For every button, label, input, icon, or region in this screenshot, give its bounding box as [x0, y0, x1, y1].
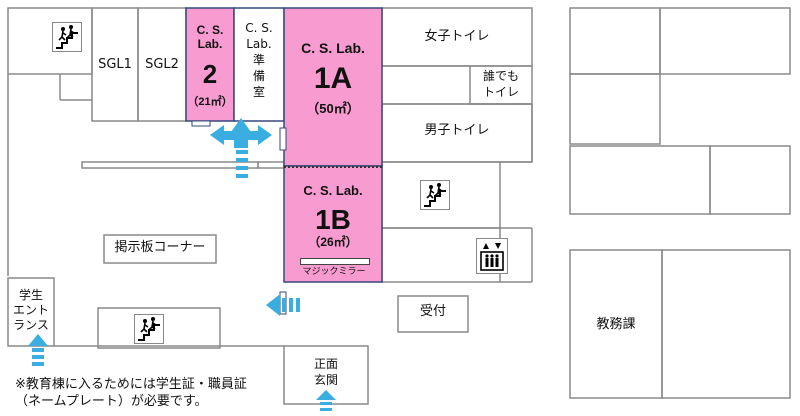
access-note: ※教育棟に入るためには学生証・職員証 （ネームプレート）が必要です。 — [15, 376, 247, 410]
room-right-3 — [569, 73, 661, 145]
access-note-line2: （ネームプレート）が必要です。 — [15, 394, 208, 409]
main-entrance-label: 正面 玄関 — [284, 356, 368, 388]
bulletin-board-area — [103, 234, 217, 264]
arrow-right-head — [258, 125, 272, 145]
anyone-toilet-line1: 誰でも — [482, 69, 519, 83]
arrow-main-entrance — [316, 390, 336, 400]
prep-line1: C. S. — [245, 21, 273, 35]
lab2-title: C. S. Lab. — [186, 23, 234, 52]
womens-toilet-label: 女子トイレ — [424, 29, 490, 44]
lab2-number: 2 — [202, 59, 218, 89]
lab2-title-line2: Lab. — [197, 36, 223, 51]
stairs-block-bottom — [97, 307, 221, 349]
room-right-2 — [659, 7, 791, 75]
room-reception — [397, 295, 469, 333]
lab-divider — [284, 166, 382, 168]
door-lab2 — [191, 120, 211, 127]
arrow-left-head — [210, 125, 224, 145]
reception-label: 受付 — [419, 304, 446, 319]
anyone-toilet-label: 誰でも トイレ — [470, 68, 532, 100]
sgl1-label: SGL1 — [98, 57, 132, 72]
magic-mirror-label: マジックミラー — [302, 267, 366, 277]
prep-line5: 室 — [252, 85, 265, 99]
room-right-6 — [661, 249, 791, 399]
prep-room-label: C. S. Lab. 準 備 室 — [234, 20, 284, 100]
stairs-icon — [420, 180, 450, 210]
arrow-to-1b — [266, 294, 280, 316]
prep-line4: 備 — [252, 69, 265, 83]
lab1b-title: C. S. Lab. — [303, 183, 363, 198]
room-right-4 — [569, 145, 711, 215]
room-lab-prep — [233, 7, 285, 122]
arrow-student-entrance — [28, 334, 48, 346]
bulletin-label: 掲示板コーナー — [114, 240, 206, 255]
anyone-toilet-line2: トイレ — [482, 85, 519, 99]
lab1a-area: （50㎡） — [306, 101, 360, 116]
lab1a-title: C. S. Lab. — [301, 40, 365, 56]
sgl2-label: SGL2 — [145, 57, 179, 72]
room-right-1 — [569, 7, 661, 75]
student-entrance-line1: 学生 — [18, 288, 43, 302]
main-entrance-line1: 正面 — [313, 357, 338, 371]
student-entrance-label: 学生 エント ランス — [8, 288, 54, 333]
magic-mirror — [300, 258, 370, 265]
student-entrance-line2: エント — [12, 303, 49, 317]
mens-toilet-label: 男子トイレ — [424, 123, 490, 138]
room-lab-1a — [283, 7, 383, 167]
stairs-icon — [52, 22, 82, 52]
main-entrance-line2: 玄関 — [313, 373, 338, 387]
lab2-title-line1: C. S. — [196, 23, 224, 37]
prep-line2: Lab. — [246, 37, 272, 51]
prep-line3: 準 — [252, 53, 265, 67]
door-1a — [279, 127, 287, 151]
room-right-5 — [709, 145, 791, 215]
lab1a-number: 1A — [313, 62, 353, 95]
arrow-up-head — [231, 118, 251, 132]
stairs-icon — [134, 314, 164, 344]
lab2-area: （21㎡） — [187, 96, 233, 108]
lab1b-number: 1B — [315, 204, 351, 235]
student-entrance-line3: ランス — [13, 318, 49, 332]
elevator-icon — [476, 238, 508, 274]
academic-affairs-label: 教務課 — [596, 317, 636, 332]
access-note-line1: ※教育棟に入るためには学生証・職員証 — [15, 377, 247, 392]
lab1b-area: （26㎡） — [308, 235, 358, 249]
